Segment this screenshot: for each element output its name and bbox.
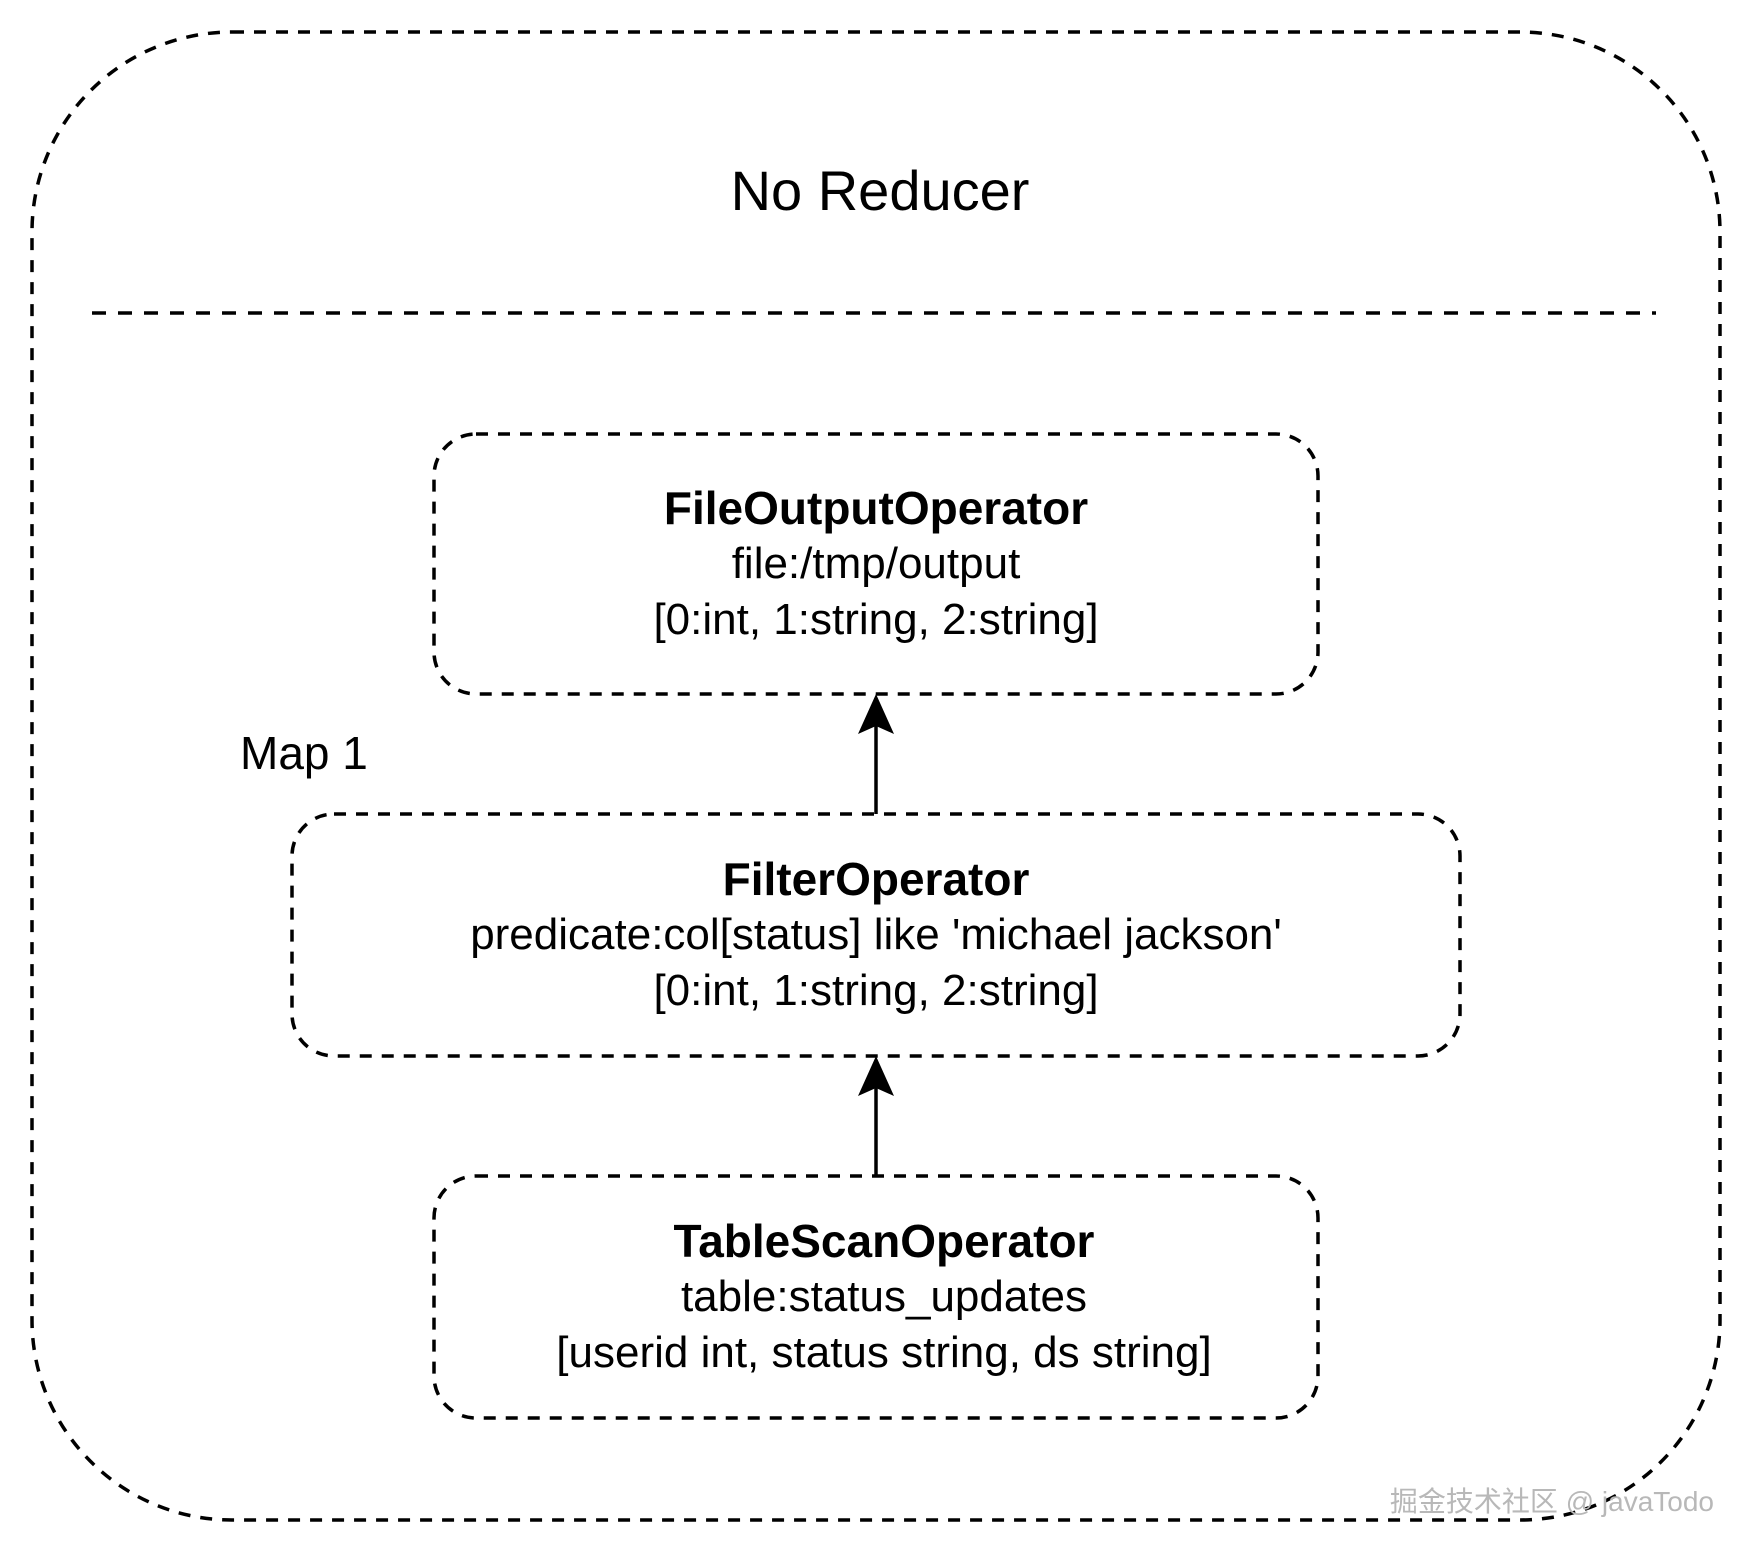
node-name: FilterOperator [722, 853, 1030, 905]
node-name: FileOutputOperator [663, 482, 1089, 534]
diagram-title: No Reducer [730, 159, 1030, 222]
outer-container [30, 30, 1722, 1522]
table-scan-operator-node: TableScanOperator table:status_updates [… [434, 1176, 1318, 1418]
node-schema: [0:int, 1:string, 2:string] [653, 595, 1099, 644]
edge-filter-to-output [858, 694, 894, 814]
map-group-label: Map 1 [240, 727, 368, 779]
node-schema: [userid int, status string, ds string] [556, 1328, 1212, 1377]
watermark-text: 掘金技术社区 @ javaTodo [1389, 1486, 1714, 1517]
edge-scan-to-filter [858, 1056, 894, 1176]
file-output-operator-node: FileOutputOperator file:/tmp/output [0:i… [434, 434, 1318, 694]
node-detail: file:/tmp/output [731, 539, 1021, 588]
node-name: TableScanOperator [673, 1215, 1095, 1267]
node-schema: [0:int, 1:string, 2:string] [653, 966, 1099, 1015]
filter-operator-node: FilterOperator predicate:col[status] lik… [292, 814, 1460, 1056]
node-detail: table:status_updates [680, 1272, 1088, 1321]
node-detail: predicate:col[status] like 'michael jack… [470, 910, 1282, 959]
